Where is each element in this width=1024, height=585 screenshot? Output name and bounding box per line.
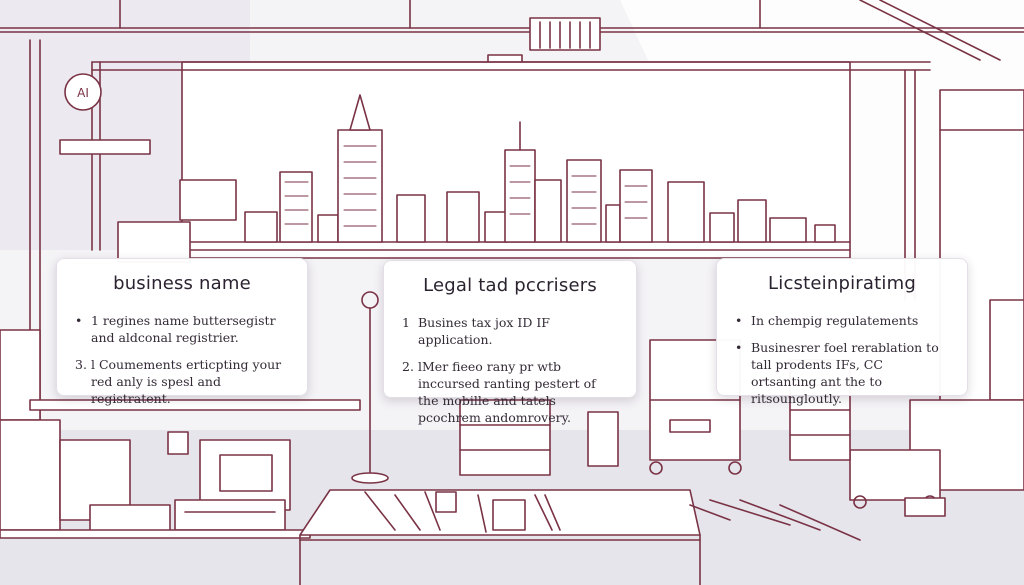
item-text: lMer fieeo rany pr wtb inccursed ranting… xyxy=(418,359,596,425)
item-marker: 2. xyxy=(402,359,414,374)
card-item: • Businesrer foel rerablation to tall pro… xyxy=(735,339,949,407)
item-text: 1 regines name buttersegistr and aldcona… xyxy=(91,313,276,345)
card-title: Legal tad pccrisers xyxy=(423,275,597,296)
item-text: Busines tax jox ID IF application. xyxy=(418,315,550,347)
card-title: Licsteinpiratimg xyxy=(768,273,916,294)
card-item: • In chempig regulatements xyxy=(735,312,949,329)
legal-card: Legal tad pccrisers 1 Busines tax jox ID … xyxy=(383,260,637,425)
item-text: l Coumements erticpting your red anly is… xyxy=(91,357,282,406)
card-item: 1 Busines tax jox ID IF application. xyxy=(402,314,618,348)
card-item: 3. l Coumements erticpting your red anly … xyxy=(75,356,289,407)
card-item: • 1 regines name buttersegistr and aldcon… xyxy=(75,312,289,346)
item-marker: • xyxy=(735,313,743,328)
item-marker: 3. xyxy=(75,357,87,372)
item-text: In chempig regulatements xyxy=(751,313,919,328)
item-text: Businesrer foel rerablation to tall prod… xyxy=(751,340,939,406)
item-marker: • xyxy=(735,340,743,355)
card-item: 2. lMer fieeo rany pr wtb inccursed ranti… xyxy=(402,358,618,426)
wall-sign-text: AI xyxy=(77,86,89,100)
item-marker: • xyxy=(75,313,83,328)
business-name-card: business name • 1 regines name buttersegi… xyxy=(56,258,308,406)
item-marker: 1 xyxy=(402,315,410,330)
licensing-card: Licsteinpiratimg • In chempig regulatemen… xyxy=(716,258,968,406)
card-title: business name xyxy=(113,273,251,294)
